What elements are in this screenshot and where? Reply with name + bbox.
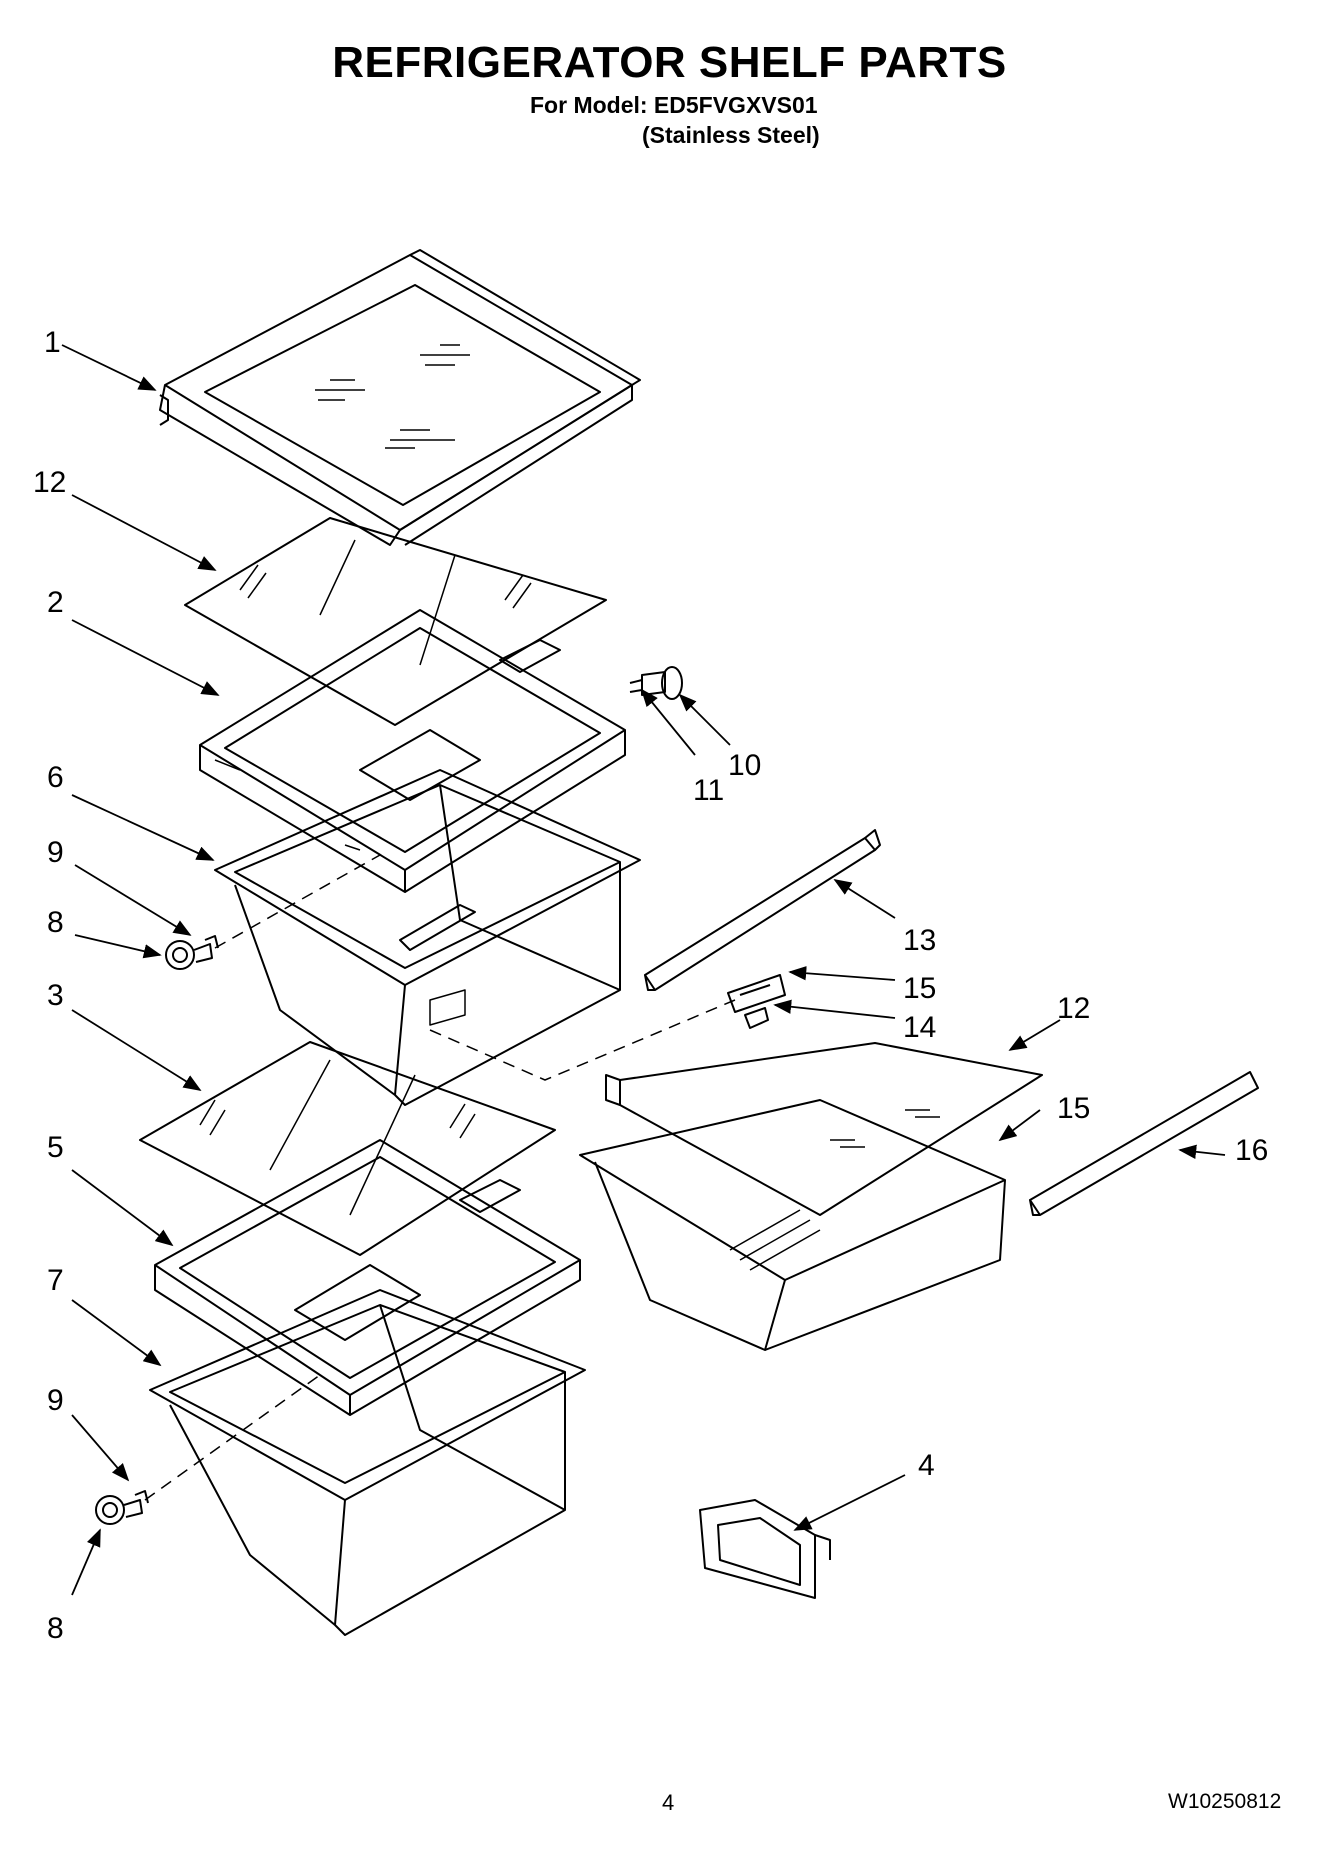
- callout-11: 11: [693, 774, 724, 807]
- part-7-crisper-lower: [149, 1289, 586, 1636]
- callout-12-right: 12: [1057, 992, 1090, 1025]
- leader-lines: [61, 344, 1226, 1596]
- callout-16: 16: [1235, 1134, 1268, 1167]
- callout-1: 1: [44, 326, 61, 359]
- callout-3: 3: [47, 979, 64, 1012]
- callout-8-lower: 8: [47, 1612, 64, 1645]
- callout-13: 13: [903, 924, 936, 957]
- part-4-badge: [699, 1499, 831, 1599]
- part-14-15-clips: [727, 974, 786, 1029]
- alignment-lines: [144, 854, 736, 1501]
- part-3-glass-lower: [139, 1041, 556, 1256]
- callout-5: 5: [47, 1131, 64, 1164]
- callout-9-lower: 9: [47, 1384, 64, 1417]
- callout-7: 7: [47, 1264, 64, 1297]
- model-line: For Model: ED5FVGXVS01: [530, 92, 818, 118]
- callout-10: 10: [728, 749, 761, 782]
- part-12-glass-upper: [184, 517, 607, 726]
- callout-12-upper: 12: [33, 466, 66, 499]
- callout-9-upper: 9: [47, 836, 64, 869]
- callout-6: 6: [47, 761, 64, 794]
- part-8-9-knob-lower: [95, 1490, 149, 1525]
- finish-line: (Stainless Steel): [642, 122, 820, 148]
- part-10-11-roller: [629, 666, 683, 700]
- part-1-shelf-top: [159, 249, 641, 546]
- page-number: 4: [662, 1790, 675, 1815]
- callout-15-upper: 15: [903, 972, 936, 1005]
- callout-2: 2: [47, 586, 64, 619]
- part-12-right-assembly: [579, 1042, 1043, 1351]
- part-2-frame: [199, 609, 626, 893]
- callout-labels: 1 12 2 6 9 8 3 5 7 9 8 11 10 13 15 14 12…: [33, 326, 1268, 1645]
- callout-4: 4: [918, 1449, 935, 1482]
- callout-8-upper: 8: [47, 906, 64, 939]
- part-16-trim-rail: [1029, 1071, 1259, 1216]
- document-code: W10250812: [1168, 1790, 1282, 1813]
- part-8-9-knob-upper: [165, 935, 219, 970]
- part-5-frame-lower: [154, 1139, 581, 1416]
- callout-14: 14: [903, 1011, 936, 1044]
- page-title: REFRIGERATOR SHELF PARTS: [332, 38, 1007, 87]
- part-6-crisper-upper: [214, 769, 641, 1106]
- part-13-trim-rail: [644, 829, 881, 991]
- callout-15-right: 15: [1057, 1092, 1090, 1125]
